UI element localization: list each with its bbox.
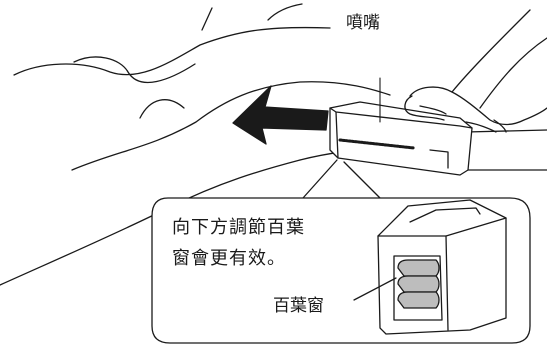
callout-text-line-2: 窗會更有效。 [172,248,286,269]
vacuum-wand [465,129,547,171]
louver-label: 百葉窗 [273,296,324,316]
left-arrow-icon [232,85,329,145]
nozzle-icon [302,77,473,199]
hand-icon [404,9,547,133]
louver-icon [353,199,507,335]
nozzle-label: 噴嘴 [346,13,380,33]
callout-text-line-1: 向下方調節百葉 [172,217,305,238]
